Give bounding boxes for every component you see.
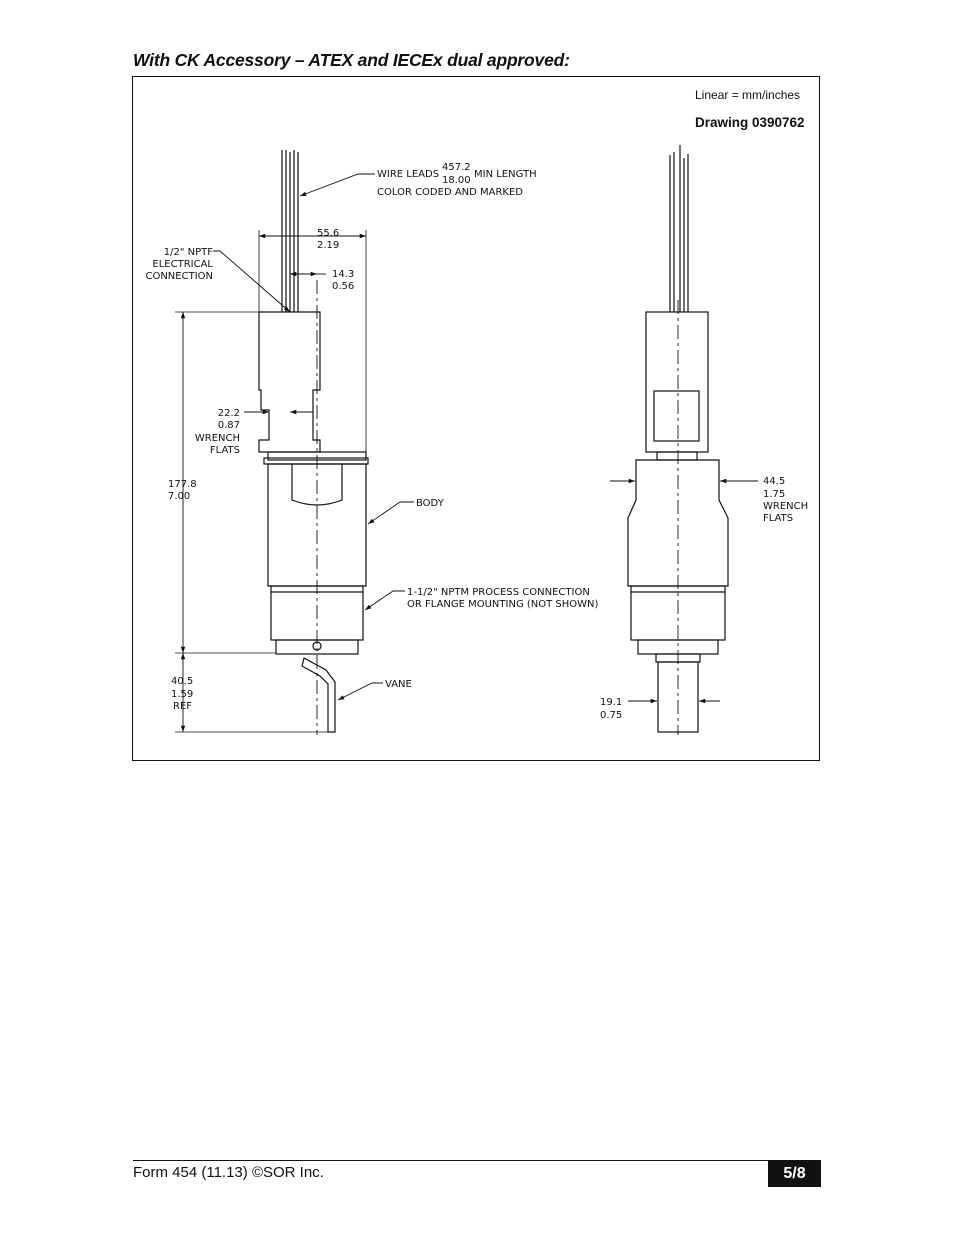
vane-dim-in: 1.59 (171, 689, 193, 700)
width-dim-in: 2.19 (317, 240, 339, 251)
units-note: Linear = mm/inches (695, 88, 801, 102)
front-dimensions (180, 173, 414, 732)
side-dimensions (610, 478, 758, 704)
vane (301, 657, 336, 733)
side-wrench-mm: 44.5 (763, 476, 785, 487)
side-view (627, 145, 729, 735)
wrench-label-2: FLATS (210, 445, 240, 456)
vane-dim-mm: 40.5 (171, 676, 193, 687)
wire-length-mm: 457.2 (442, 162, 471, 173)
vane-label: VANE (385, 679, 412, 690)
drawing-number: Drawing 0390762 (695, 115, 805, 130)
vane-width-in: 0.75 (600, 710, 622, 721)
color-coded-label: COLOR CODED AND MARKED (377, 187, 523, 198)
side-body (627, 459, 729, 587)
nptf-label-1: 1/2" NPTF (164, 247, 213, 258)
nptf-label-2: ELECTRICAL (152, 259, 213, 270)
side-wrench-in: 1.75 (763, 489, 785, 500)
wire-leads-label: WIRE LEADS (377, 169, 439, 180)
wrench-dim-mm: 22.2 (218, 408, 240, 419)
labels: WIRE LEADS 457.2 18.00 MIN LENGTH COLOR … (145, 162, 808, 721)
footer-form-label: Form 454 (11.13) ©SOR Inc. (133, 1164, 324, 1181)
side-wrench-label-2: FLATS (763, 513, 793, 524)
page-number: 5/8 (768, 1161, 821, 1187)
side-wire-leads (669, 145, 689, 312)
footer-rule (133, 1160, 821, 1161)
upper-housing (258, 311, 321, 453)
body (267, 463, 367, 587)
height-dim-in: 7.00 (168, 491, 190, 502)
vane-dim-ref: REF (173, 701, 192, 712)
wire-length-in: 18.00 (442, 175, 471, 186)
body-label: BODY (416, 498, 445, 509)
side-vane (657, 661, 699, 733)
side-wrench-flat (653, 390, 700, 442)
min-length-label: MIN LENGTH (474, 169, 537, 180)
offset-dim-in: 0.56 (332, 281, 354, 292)
vane-width-mm: 19.1 (600, 697, 622, 708)
drawing-frame (132, 76, 820, 761)
process-label-2: OR FLANGE MOUNTING (NOT SHOWN) (407, 599, 599, 610)
height-dim-mm: 177.8 (168, 479, 197, 490)
nptf-label-3: CONNECTION (145, 271, 213, 282)
section-heading: With CK Accessory – ATEX and IECEx dual … (133, 50, 570, 70)
width-dim-mm: 55.6 (317, 228, 339, 239)
process-label-1: 1-1/2" NPTM PROCESS CONNECTION (407, 587, 590, 598)
wrench-dim-in: 0.87 (218, 420, 240, 431)
offset-dim-mm: 14.3 (332, 269, 354, 280)
front-view (175, 150, 369, 735)
wrench-label-1: WRENCH (195, 433, 240, 444)
wire-leads (281, 150, 299, 312)
side-wrench-label-1: WRENCH (763, 501, 808, 512)
